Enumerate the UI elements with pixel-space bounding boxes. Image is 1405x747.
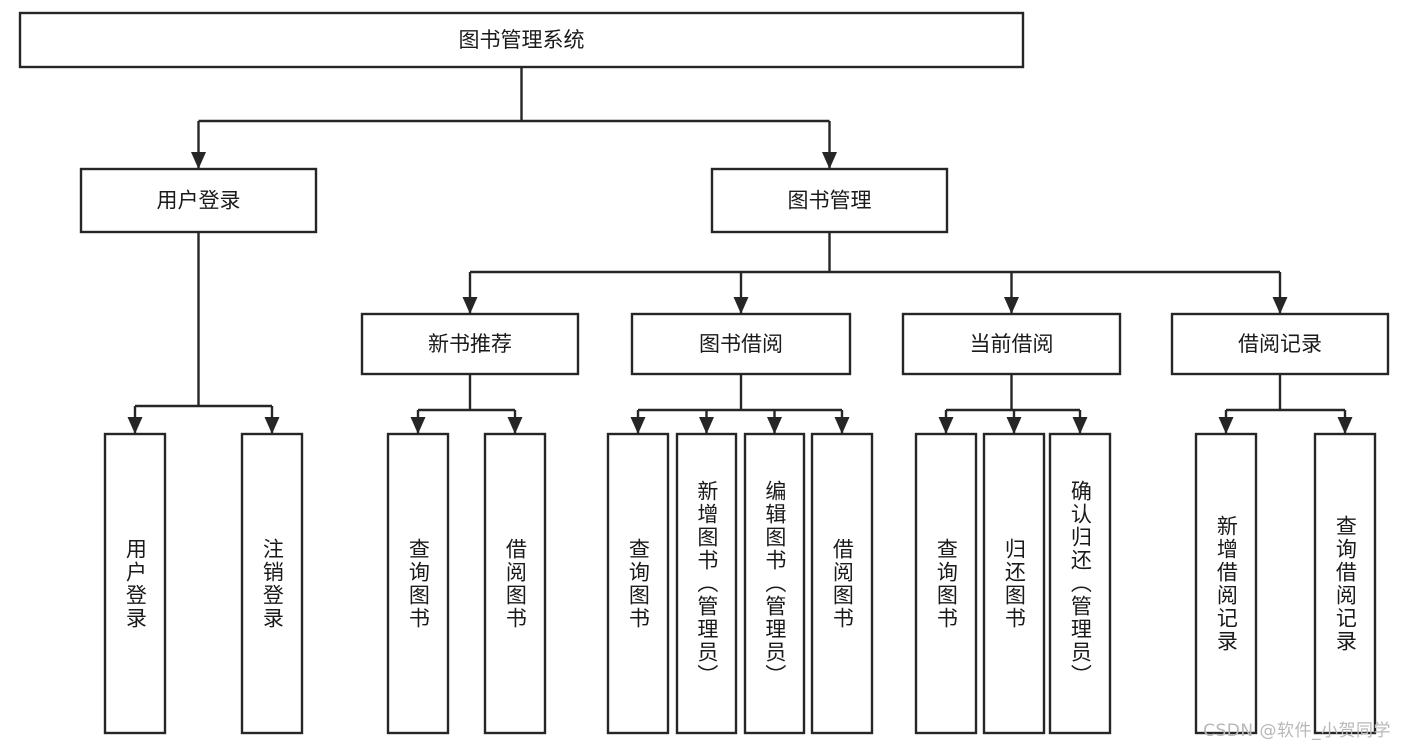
arrow-head-icon [1272,297,1288,314]
arrow-head-icon [1006,417,1022,434]
node-box-level2-1[interactable] [710,167,949,234]
leaf-box-0[interactable] [103,432,167,735]
arrow-head-icon [410,417,426,434]
leaf-box-2[interactable] [386,432,450,735]
leaf-box-6[interactable] [743,432,806,735]
connectors-layer [127,67,1353,434]
node-box-level3-1[interactable] [630,312,852,376]
leaf-box-5[interactable] [675,432,738,735]
node-box-level3-2[interactable] [901,312,1122,376]
leaf-box-11[interactable] [1194,432,1258,735]
leaf-box-10[interactable] [1048,432,1112,735]
node-label-level2-0: 用户登录 [157,189,241,213]
arrow-head-icon [822,152,837,169]
leaf-box-3[interactable] [483,432,547,735]
arrow-head-icon [1218,417,1234,434]
leaf-box-1[interactable] [240,432,304,735]
arrow-head-icon [1004,297,1019,314]
leaf-box-4[interactable] [606,432,670,735]
arrow-head-icon [507,417,523,434]
arrow-head-icon [699,417,714,434]
arrow-head-icon [1072,417,1088,434]
node-label-level2-1: 图书管理 [788,189,872,213]
leaf-box-9[interactable] [982,432,1046,735]
leaf-box-7[interactable] [810,432,874,735]
arrow-head-icon [630,417,646,434]
arrow-head-icon [462,297,478,314]
arrow-head-icon [1337,417,1353,434]
node-label-level3-1: 图书借阅 [699,332,783,356]
arrow-head-icon [938,417,954,434]
arrow-head-icon [834,417,850,434]
arrow-head-icon [191,152,206,169]
arrow-head-icon [733,297,749,314]
node-label-level3-2: 当前借阅 [970,332,1054,356]
watermark-text: CSDN @软件_小贺同学 [1203,721,1391,741]
arrow-head-icon [127,417,143,434]
leaf-box-12[interactable] [1313,432,1377,735]
arrow-head-icon [767,417,782,434]
node-box-level3-3[interactable] [1170,312,1390,376]
node-label-root: 图书管理系统 [459,28,585,52]
node-label-level3-3: 借阅记录 [1238,332,1322,356]
node-box-root[interactable] [18,11,1025,69]
leaf-box-8[interactable] [914,432,978,735]
node-label-level3-0: 新书推荐 [428,332,512,356]
arrow-head-icon [264,417,280,434]
node-box-level3-0[interactable] [360,312,580,376]
node-box-level2-0[interactable] [79,167,318,234]
